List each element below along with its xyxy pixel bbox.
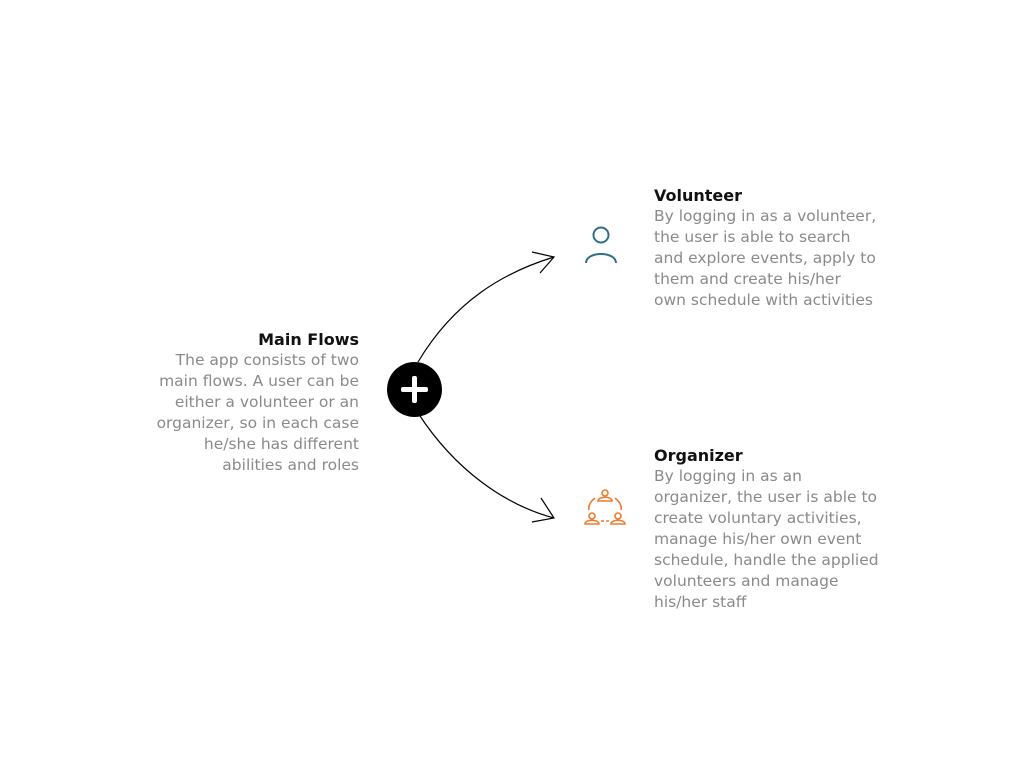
organizer-title: Organizer — [654, 446, 743, 465]
arrow-to-organizer — [417, 412, 555, 519]
person-icon — [585, 226, 617, 264]
plus-icon[interactable] — [387, 362, 442, 417]
volunteer-description: By logging in as a volunteer, the user i… — [654, 207, 877, 309]
organizer-block: Organizer By logging in as an organizer,… — [654, 445, 954, 613]
arrowhead-organizer — [531, 497, 555, 523]
arrowhead-volunteer — [531, 251, 556, 274]
main-flows-block: Main Flows The app consists of two main … — [120, 329, 359, 476]
organizer-description: By logging in as an organizer, the user … — [654, 467, 879, 611]
main-flows-description: The app consists of two main flows. A us… — [156, 351, 359, 474]
volunteer-title: Volunteer — [654, 186, 743, 205]
main-flows-title: Main Flows — [258, 330, 359, 349]
volunteer-block: Volunteer By logging in as a volunteer, … — [654, 185, 954, 311]
arrow-to-volunteer — [417, 256, 555, 363]
team-icon — [584, 489, 626, 525]
